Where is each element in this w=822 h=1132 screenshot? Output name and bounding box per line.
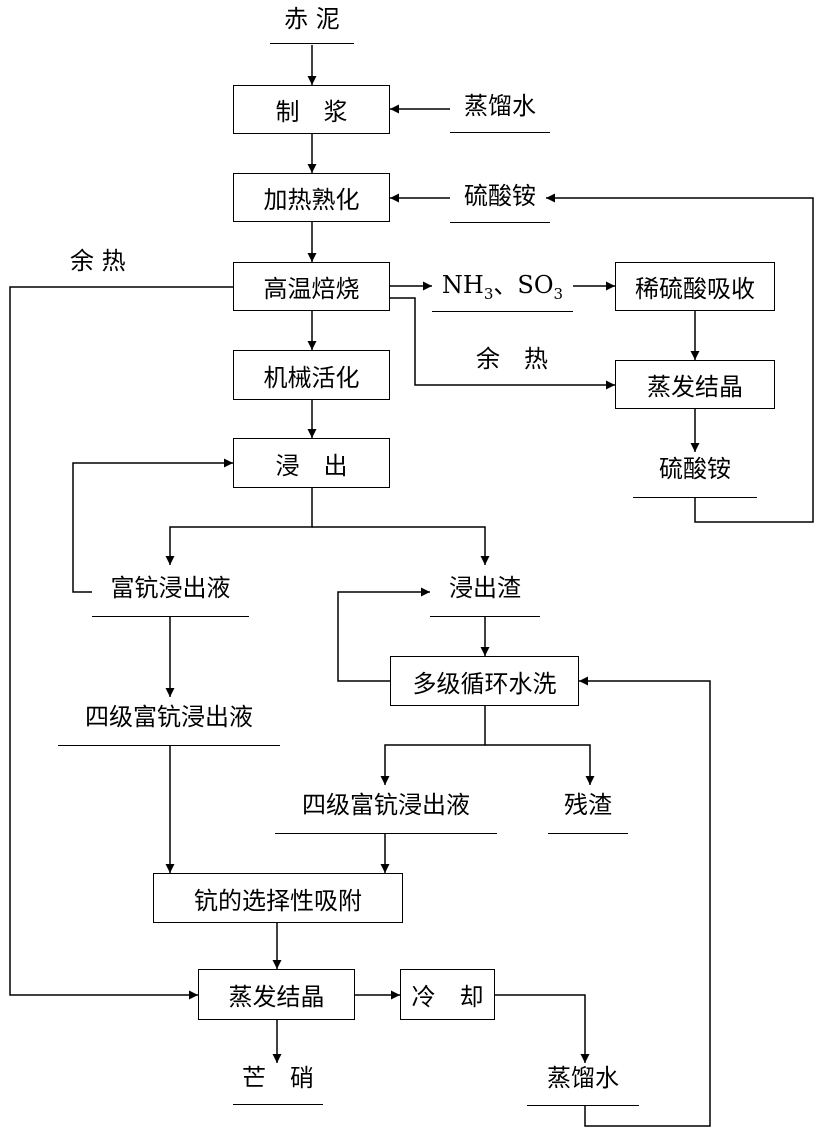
scandium-adsorption-box: 钪的选择性吸附 — [153, 873, 403, 923]
ammonium-sulfate-input-label: 硫酸铵 — [450, 181, 550, 223]
mirabilite-label: 芒 硝 — [233, 1063, 323, 1105]
ammonium-sulfate-output-label: 硫酸铵 — [633, 454, 757, 498]
arrow-washing-split-left — [385, 706, 485, 785]
arrow-washing-split-right — [485, 745, 590, 785]
residue-label: 残渣 — [548, 790, 628, 834]
multistage-washing-box: 多级循环水洗 — [390, 656, 579, 706]
leach-residue-label: 浸出渣 — [430, 573, 540, 617]
slurrying-box: 制 浆 — [233, 85, 390, 134]
arrow-leaching-split-right — [312, 527, 485, 565]
leaching-box: 浸 出 — [233, 438, 390, 488]
arrow-leaching-split-left — [170, 488, 312, 565]
high-temp-roasting-box: 高温焙烧 — [233, 262, 390, 311]
arrow-water-recycle-to-washing — [579, 681, 710, 1126]
distilled-water-output-label: 蒸馏水 — [527, 1063, 639, 1106]
dilute-acid-absorption-box: 稀硫酸吸收 — [615, 262, 775, 311]
gas-nh-subscript: 3 — [484, 285, 494, 303]
gas-stream-label: NH3、SO3 — [432, 270, 573, 312]
gas-nh-text: NH — [442, 271, 484, 299]
four-stage-leachate-left-label: 四级富钪浸出液 — [58, 702, 280, 746]
waste-heat-right-label: 余 热 — [476, 344, 548, 374]
arrow-cooling-to-water — [495, 995, 585, 1063]
gas-so-subscript: 3 — [554, 285, 564, 303]
four-stage-leachate-mid-label: 四级富钪浸出液 — [275, 790, 497, 834]
evaporation-crystallization-bottom-box: 蒸发结晶 — [198, 969, 355, 1020]
mechanical-activation-box: 机械活化 — [233, 350, 390, 400]
waste-heat-left-label: 余 热 — [70, 246, 126, 276]
distilled-water-input-label: 蒸馏水 — [450, 91, 550, 133]
evaporation-crystallization-top-box: 蒸发结晶 — [615, 360, 775, 409]
gas-so-text: 、SO — [493, 271, 553, 299]
red-mud-label: 赤 泥 — [270, 4, 354, 44]
heating-curing-box: 加热熟化 — [233, 173, 390, 222]
sc-rich-leachate-label: 富钪浸出液 — [92, 573, 249, 617]
cooling-box: 冷 却 — [400, 969, 495, 1020]
